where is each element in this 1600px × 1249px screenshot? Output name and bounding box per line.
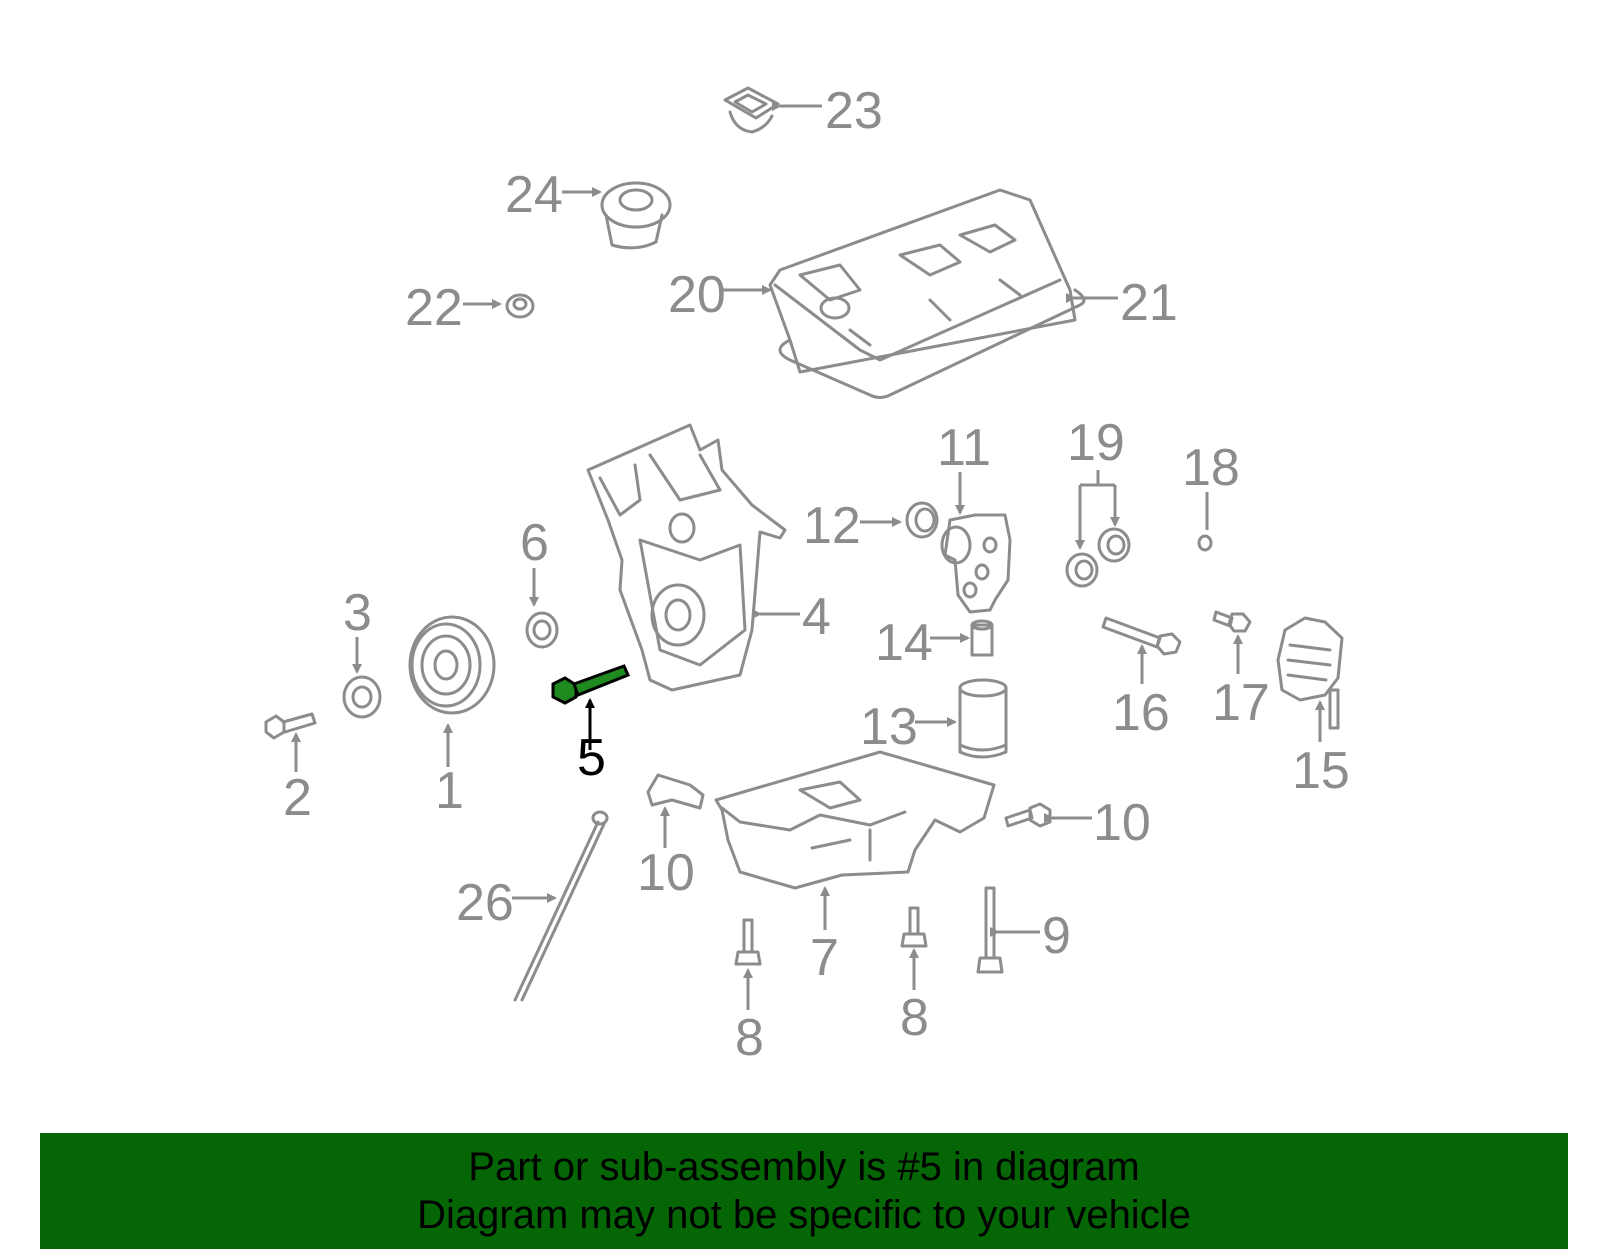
- part-20-bushings: 19: [1065, 414, 1131, 588]
- callout-7: 7: [810, 929, 839, 987]
- part-8-stud-left: 8: [734, 918, 764, 1067]
- part-17-bolt: 16: [1101, 616, 1182, 742]
- part-21-valve-cover: 20: [668, 188, 1086, 399]
- part-1-pulley: 1: [408, 615, 496, 820]
- callout-6: 6: [520, 514, 549, 572]
- info-banner: Part or sub-assembly is #5 in diagram Di…: [40, 1133, 1568, 1249]
- callout-13: 12: [803, 497, 861, 555]
- callout-22: 21: [1120, 274, 1178, 332]
- callout-9: 9: [1042, 907, 1071, 965]
- callout-4: 4: [802, 588, 831, 646]
- callout-20: 19: [1067, 414, 1125, 472]
- part-16-oil-cooler: 15: [1276, 616, 1350, 800]
- callout-8-left: 8: [735, 1009, 764, 1067]
- callout-17: 16: [1112, 684, 1170, 742]
- callout-11: 10: [1093, 794, 1151, 852]
- part-3-washer: 3: [342, 584, 382, 719]
- callout-10: 10: [637, 844, 695, 902]
- part-24-filler-cap: 23: [723, 82, 883, 140]
- part-14-oil-filter: 13: [860, 678, 1008, 759]
- callout-25: 24: [505, 166, 563, 224]
- part-18-bolt: 17: [1212, 610, 1270, 732]
- part-25-oil-cap: 24: [505, 166, 672, 250]
- callout-19: 18: [1182, 439, 1240, 497]
- part-6-seal: 6: [520, 514, 559, 649]
- callout-3: 3: [343, 584, 372, 642]
- part-13-seal: 12: [803, 497, 939, 555]
- part-2-bolt: 2: [264, 712, 317, 827]
- callout-16: 15: [1292, 742, 1350, 800]
- callout-23: 22: [405, 279, 463, 337]
- part-15-sleeve: 14: [875, 614, 994, 672]
- part-10-sensor: 10: [637, 773, 705, 902]
- callout-26: 26: [456, 874, 514, 932]
- callout-1: 1: [435, 762, 464, 820]
- part-19-o-ring: 18: [1182, 439, 1240, 552]
- callout-2: 2: [283, 769, 312, 827]
- part-4-timing-cover: 4: [586, 423, 831, 692]
- part-12-oil-pump: 11: [937, 419, 1012, 614]
- parts-diagram: 23 24 22 20 21: [264, 82, 1350, 1067]
- callout-14: 13: [860, 698, 918, 756]
- banner-line-2: Diagram may not be specific to your vehi…: [417, 1193, 1191, 1237]
- callout-24: 23: [825, 82, 883, 140]
- part-11-bolt: 10: [1004, 794, 1151, 852]
- part-7-oil-pan: 7: [714, 750, 996, 987]
- callout-8-right: 8: [900, 989, 929, 1047]
- part-5-bolt-highlighted: 5: [551, 664, 631, 787]
- callout-5: 5: [577, 729, 606, 787]
- part-26-dipstick: 26: [456, 810, 609, 1002]
- callout-12: 11: [937, 419, 991, 477]
- part-23-grommet: 22: [405, 279, 535, 337]
- part-8-stud-right: 8: [900, 906, 929, 1047]
- part-22-gasket: 21: [1066, 274, 1178, 332]
- callout-15: 14: [875, 614, 933, 672]
- banner-line-1: Part or sub-assembly is #5 in diagram: [468, 1145, 1140, 1189]
- callout-18: 17: [1212, 674, 1270, 732]
- part-9-stud: 9: [976, 886, 1071, 974]
- callout-21: 20: [668, 266, 726, 324]
